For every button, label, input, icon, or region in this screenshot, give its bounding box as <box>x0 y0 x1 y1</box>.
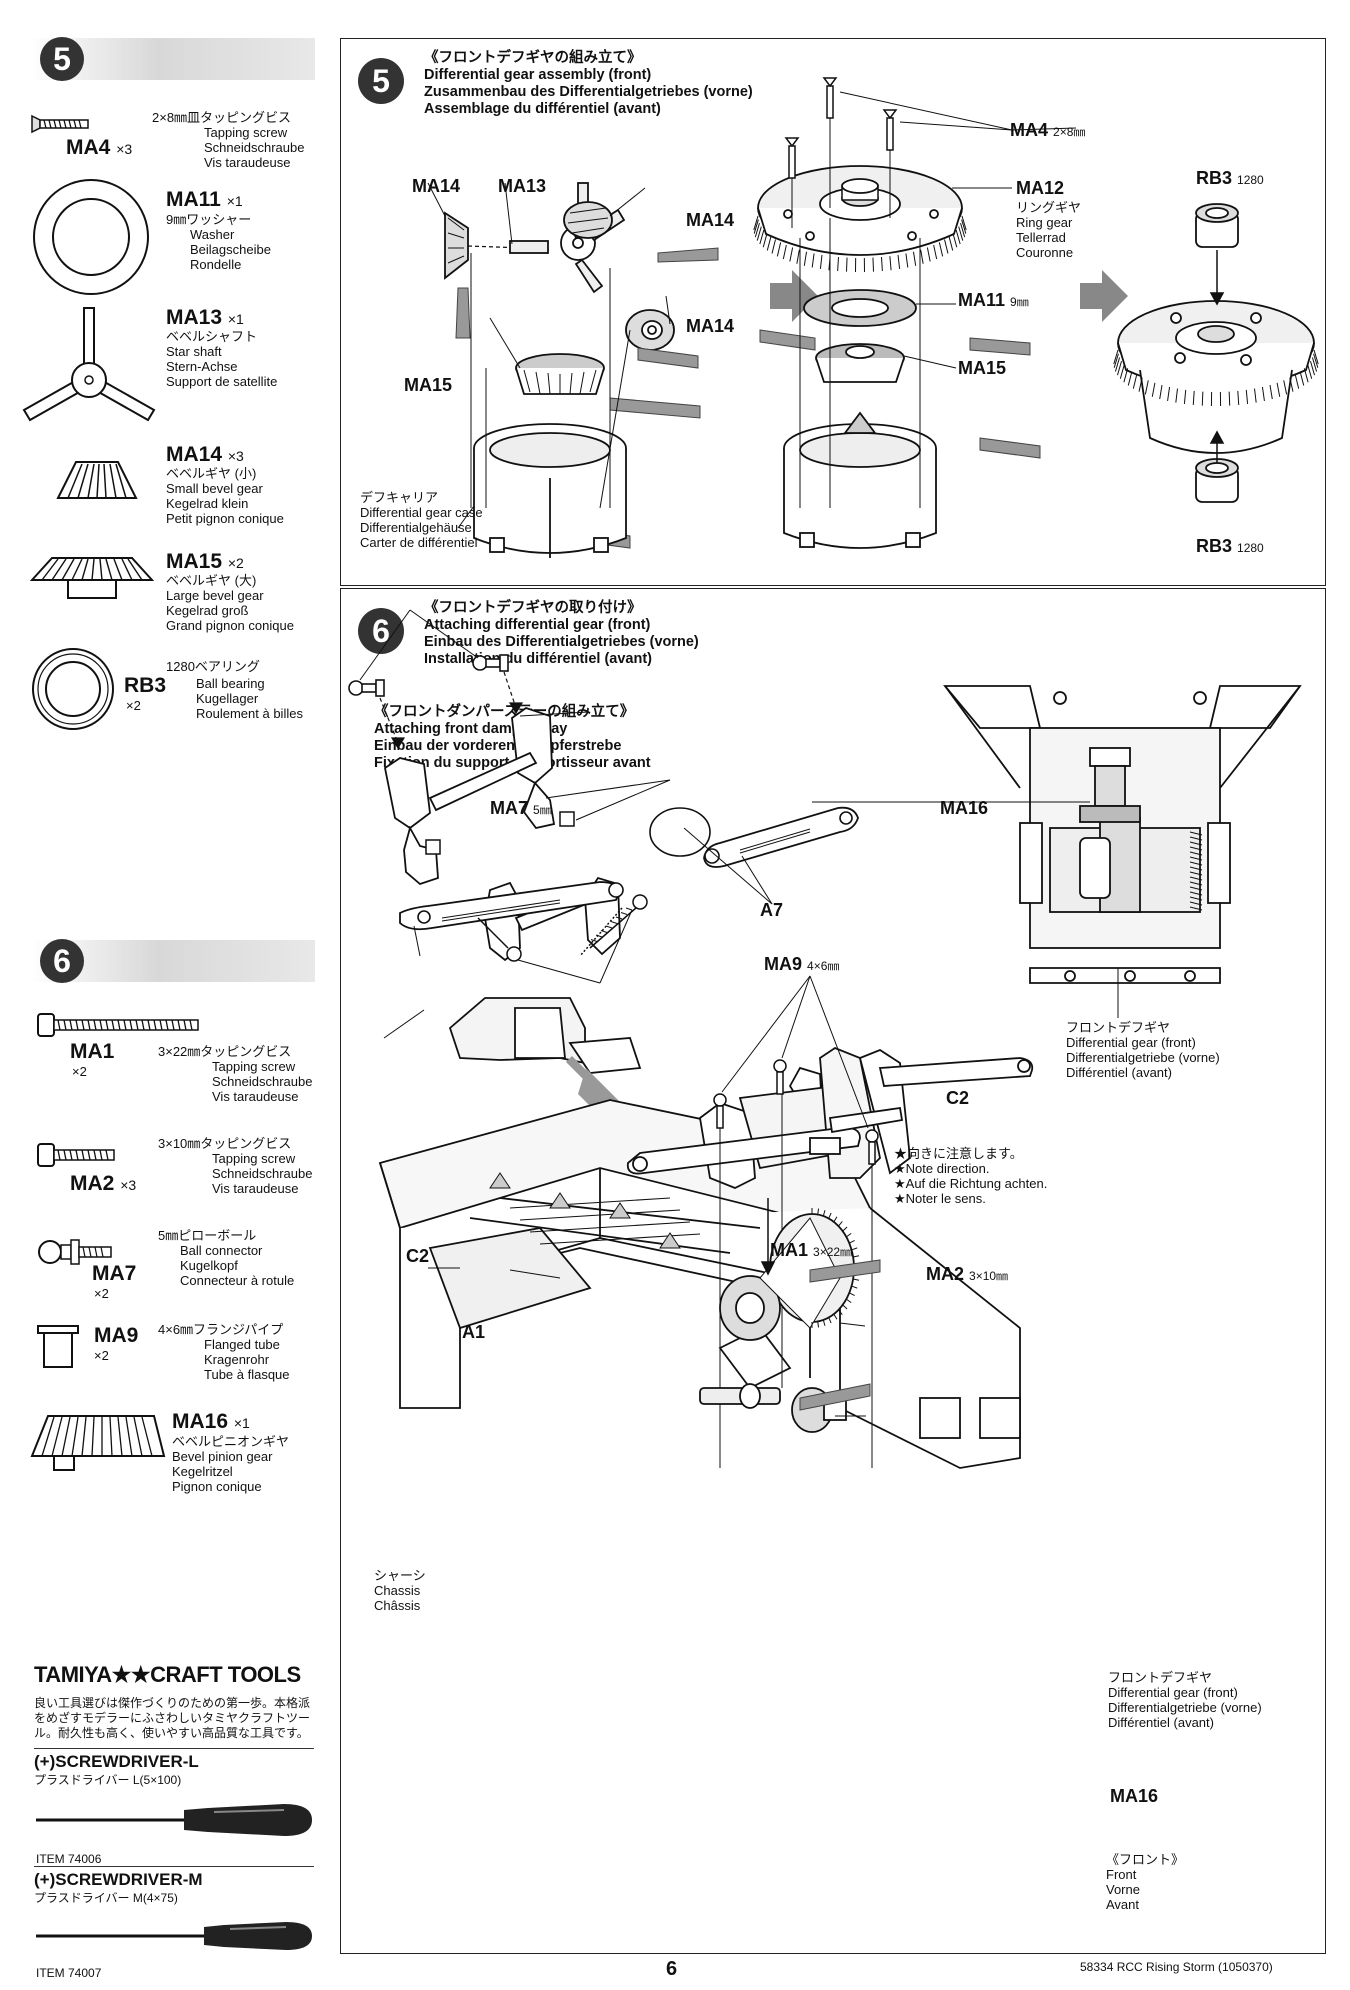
part-code-ma11: MA11 ×1 <box>166 188 243 211</box>
bevel-pinion-gear-icon <box>30 1415 166 1471</box>
label-ma15-b: MA15 <box>958 358 1007 378</box>
screwdriver-l-jp: プラスドライバー L(5×100) <box>34 1773 182 1787</box>
screwdriver-m-item: ITEM 74007 <box>36 1966 102 1980</box>
small-bevel-gear-icon <box>56 461 138 499</box>
part-qty-ma9: ×2 <box>94 1348 109 1363</box>
flanged-tube-icon <box>37 1325 79 1368</box>
step6-title: 《フロントデフギヤの取り付け》 Attaching differential g… <box>424 600 699 667</box>
diff-gear-label-top: フロントデフギヤ Differential gear (front) Diffe… <box>1066 1020 1220 1080</box>
tools-divider-2 <box>34 1866 314 1867</box>
ball-bearing-icon <box>32 648 114 730</box>
part-desc-rb3-jp: 1280ベアリング <box>166 659 260 674</box>
tapping-screw-icon <box>31 114 89 134</box>
step6-panel <box>340 588 1326 1954</box>
screwdriver-l-icon <box>36 1804 312 1836</box>
label-rb3-top: RB3 1280 <box>1196 168 1264 188</box>
label-ma13: MA13 <box>498 176 547 196</box>
part-desc-rb3: Ball bearing Kugellager Roulement à bill… <box>196 676 303 721</box>
step5-title: 《フロントデフギヤの組み立て》 Differential gear assemb… <box>424 50 753 117</box>
step5-diagram <box>427 77 1319 558</box>
label-c2-left: C2 <box>406 1246 430 1266</box>
tools-description: 良い工具選びは傑作づくりのための第一歩。本格派 をめざすモデラーにふさわしいタミ… <box>34 1696 311 1740</box>
label-rb3-bottom: RB3 1280 <box>1196 536 1264 556</box>
ball-connector-icon <box>38 1239 112 1265</box>
label-ma11: MA11 9㎜ <box>958 290 1029 310</box>
part-desc-ma4: 2×8㎜皿タッピングビス Tapping screw Schneidschrau… <box>152 110 305 170</box>
part-code-ma7: MA7 <box>92 1262 137 1285</box>
step6-diagram <box>348 609 1302 1469</box>
tools-divider <box>34 1748 314 1749</box>
direction-note: ★向きに注意します。 ★Note direction. ★Auf die Ric… <box>894 1146 1048 1206</box>
page-number: 6 <box>666 1958 678 1980</box>
tamiya-craft-tools-logo: TAMIYA★★CRAFT TOOLS <box>34 1662 301 1687</box>
label-ma4: MA4 2×8㎜ <box>1010 120 1086 140</box>
part-qty-rb3: ×2 <box>126 698 141 713</box>
part-desc-ma16: ベベルピニオンギヤ Bevel pinion gear Kegelritzel … <box>172 1434 290 1494</box>
label-ma12: MA12 <box>1016 178 1065 198</box>
part-qty-ma1: ×2 <box>72 1064 87 1079</box>
step5-panel <box>340 38 1326 586</box>
diff-gear-label-bottom: フロントデフギヤ Differential gear (front) Diffe… <box>1108 1670 1262 1730</box>
part-desc-ma11: 9㎜ワッシャー Washer Beilagscheibe Rondelle <box>166 212 271 272</box>
part-code-ma9: MA9 <box>94 1324 139 1347</box>
label-ma1: MA1 3×22㎜ <box>770 1240 853 1260</box>
diff-case-label: デフキャリア Differential gear case Differenti… <box>360 490 483 550</box>
washer-icon <box>33 179 149 295</box>
part-desc-ma13: ベベルシャフト Star shaft Stern-Achse Support d… <box>166 329 278 389</box>
label-ma16-top: MA16 <box>940 798 989 818</box>
part-desc-ma14: ベベルギヤ (小) Small bevel gear Kegelrad klei… <box>166 466 284 526</box>
step5-number: 5 <box>358 58 404 104</box>
screwdriver-m-icon <box>36 1922 312 1950</box>
part-code-rb3: RB3 <box>124 674 167 697</box>
part-qty-ma7: ×2 <box>94 1286 109 1301</box>
part-desc-ma9: 4×6㎜フランジパイプ Flanged tube Kragenrohr Tube… <box>158 1322 290 1382</box>
part-code-ma4: MA4 ×3 <box>66 136 133 159</box>
screwdriver-l-item: ITEM 74006 <box>36 1852 102 1866</box>
label-ma16-bottom: MA16 <box>1110 1786 1159 1806</box>
label-ma7: MA7 5㎜ <box>490 798 552 818</box>
screwdriver-m-name: (+)SCREWDRIVER-M <box>34 1870 203 1889</box>
label-a1: A1 <box>462 1322 486 1342</box>
long-tapping-screw-icon <box>37 1013 199 1037</box>
step5-parts-number: 5 <box>40 37 84 81</box>
part-desc-ma7: 5㎜ピローボール Ball connector Kugelkopf Connec… <box>158 1228 295 1288</box>
chassis-label: シャーシ Chassis Châssis <box>374 1568 426 1613</box>
part-code-ma15: MA15 ×2 <box>166 550 244 573</box>
part-desc-ma15: ベベルギヤ (大) Large bevel gear Kegelrad groß… <box>166 573 294 633</box>
part-code-ma16: MA16 ×1 <box>172 1410 250 1433</box>
model-footer: 58334 RCC Rising Storm (1050370) <box>1080 1960 1273 1974</box>
label-ma15-a: MA15 <box>404 375 453 395</box>
part-code-ma14: MA14 ×3 <box>166 443 244 466</box>
front-label: 《フロント》 Front Vorne Avant <box>1106 1852 1185 1912</box>
short-tapping-screw-icon <box>37 1143 115 1167</box>
label-ma14-b: MA14 <box>686 210 735 230</box>
step6-number: 6 <box>358 608 404 654</box>
label-ma14-c: MA14 <box>686 316 735 336</box>
part-code-ma1: MA1 <box>70 1040 115 1063</box>
label-ma9: MA9 4×6㎜ <box>764 954 840 974</box>
screwdriver-m-jp: プラスドライバー M(4×75) <box>34 1891 178 1905</box>
star-shaft-icon <box>22 307 156 422</box>
screwdriver-l-name: (+)SCREWDRIVER-L <box>34 1752 199 1771</box>
part-code-ma2: MA2 ×3 <box>70 1172 137 1195</box>
label-ma14-a: MA14 <box>412 176 461 196</box>
label-a7: A7 <box>760 900 784 920</box>
step6-parts-number: 6 <box>40 939 84 983</box>
part-code-ma13: MA13 ×1 <box>166 306 244 329</box>
part-desc-ma2: 3×10㎜タッピングビス Tapping screw Schneidschrau… <box>158 1136 313 1196</box>
label-c2-right: C2 <box>946 1088 970 1108</box>
ma12-desc: リングギヤ Ring gear Tellerrad Couronne <box>1016 200 1082 260</box>
label-ma2: MA2 3×10㎜ <box>926 1264 1009 1284</box>
part-desc-ma1: 3×22㎜タッピングビス Tapping screw Schneidschrau… <box>158 1044 313 1104</box>
large-bevel-gear-icon <box>30 557 154 599</box>
